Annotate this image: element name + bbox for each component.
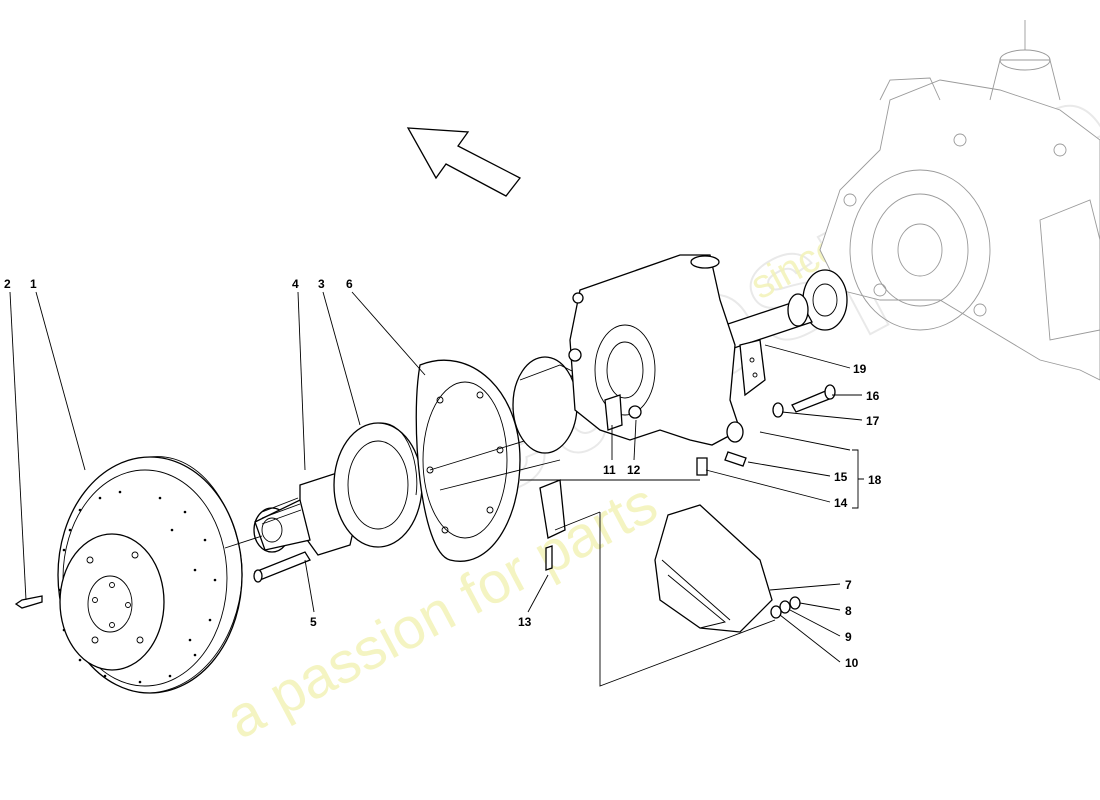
gearbox-assembly — [802, 20, 1100, 381]
callout-7: 7 — [845, 578, 852, 592]
callout-16: 16 — [866, 389, 880, 403]
brake-cooling-duct — [654, 504, 801, 633]
callout-1: 1 — [30, 277, 37, 291]
hub-carrier — [512, 254, 766, 454]
springs — [696, 451, 747, 476]
callout-3: 3 — [318, 277, 325, 291]
wheel-hub — [224, 471, 359, 556]
callout-6: 6 — [346, 277, 353, 291]
callout-14: 14 — [834, 496, 848, 510]
front-direction-arrow-icon — [406, 127, 521, 197]
callout-4: 4 — [292, 277, 299, 291]
callout-labels: 1 2 3 4 5 6 7 8 9 10 11 12 13 14 15 16 1… — [4, 277, 882, 670]
callout-15: 15 — [834, 470, 848, 484]
callout-12: 12 — [627, 463, 641, 477]
brake-disc — [57, 456, 243, 694]
callout-11: 11 — [603, 463, 616, 477]
callout-10: 10 — [845, 656, 859, 670]
callout-13: 13 — [518, 615, 532, 629]
bolt-and-washer — [772, 384, 836, 418]
callout-2: 2 — [4, 277, 11, 291]
callout-19: 19 — [853, 362, 867, 376]
wheel-bearing — [333, 422, 423, 548]
callout-8: 8 — [845, 604, 852, 618]
callout-17: 17 — [866, 414, 880, 428]
hub-pin — [253, 551, 311, 583]
callout-9: 9 — [845, 630, 852, 644]
sensor-bracket — [539, 479, 566, 571]
callout-5: 5 — [310, 615, 317, 629]
brake-shield-plate — [415, 359, 561, 562]
leader-lines — [9, 291, 864, 687]
disc-bolt — [14, 595, 43, 609]
callout-18: 18 — [868, 473, 882, 487]
